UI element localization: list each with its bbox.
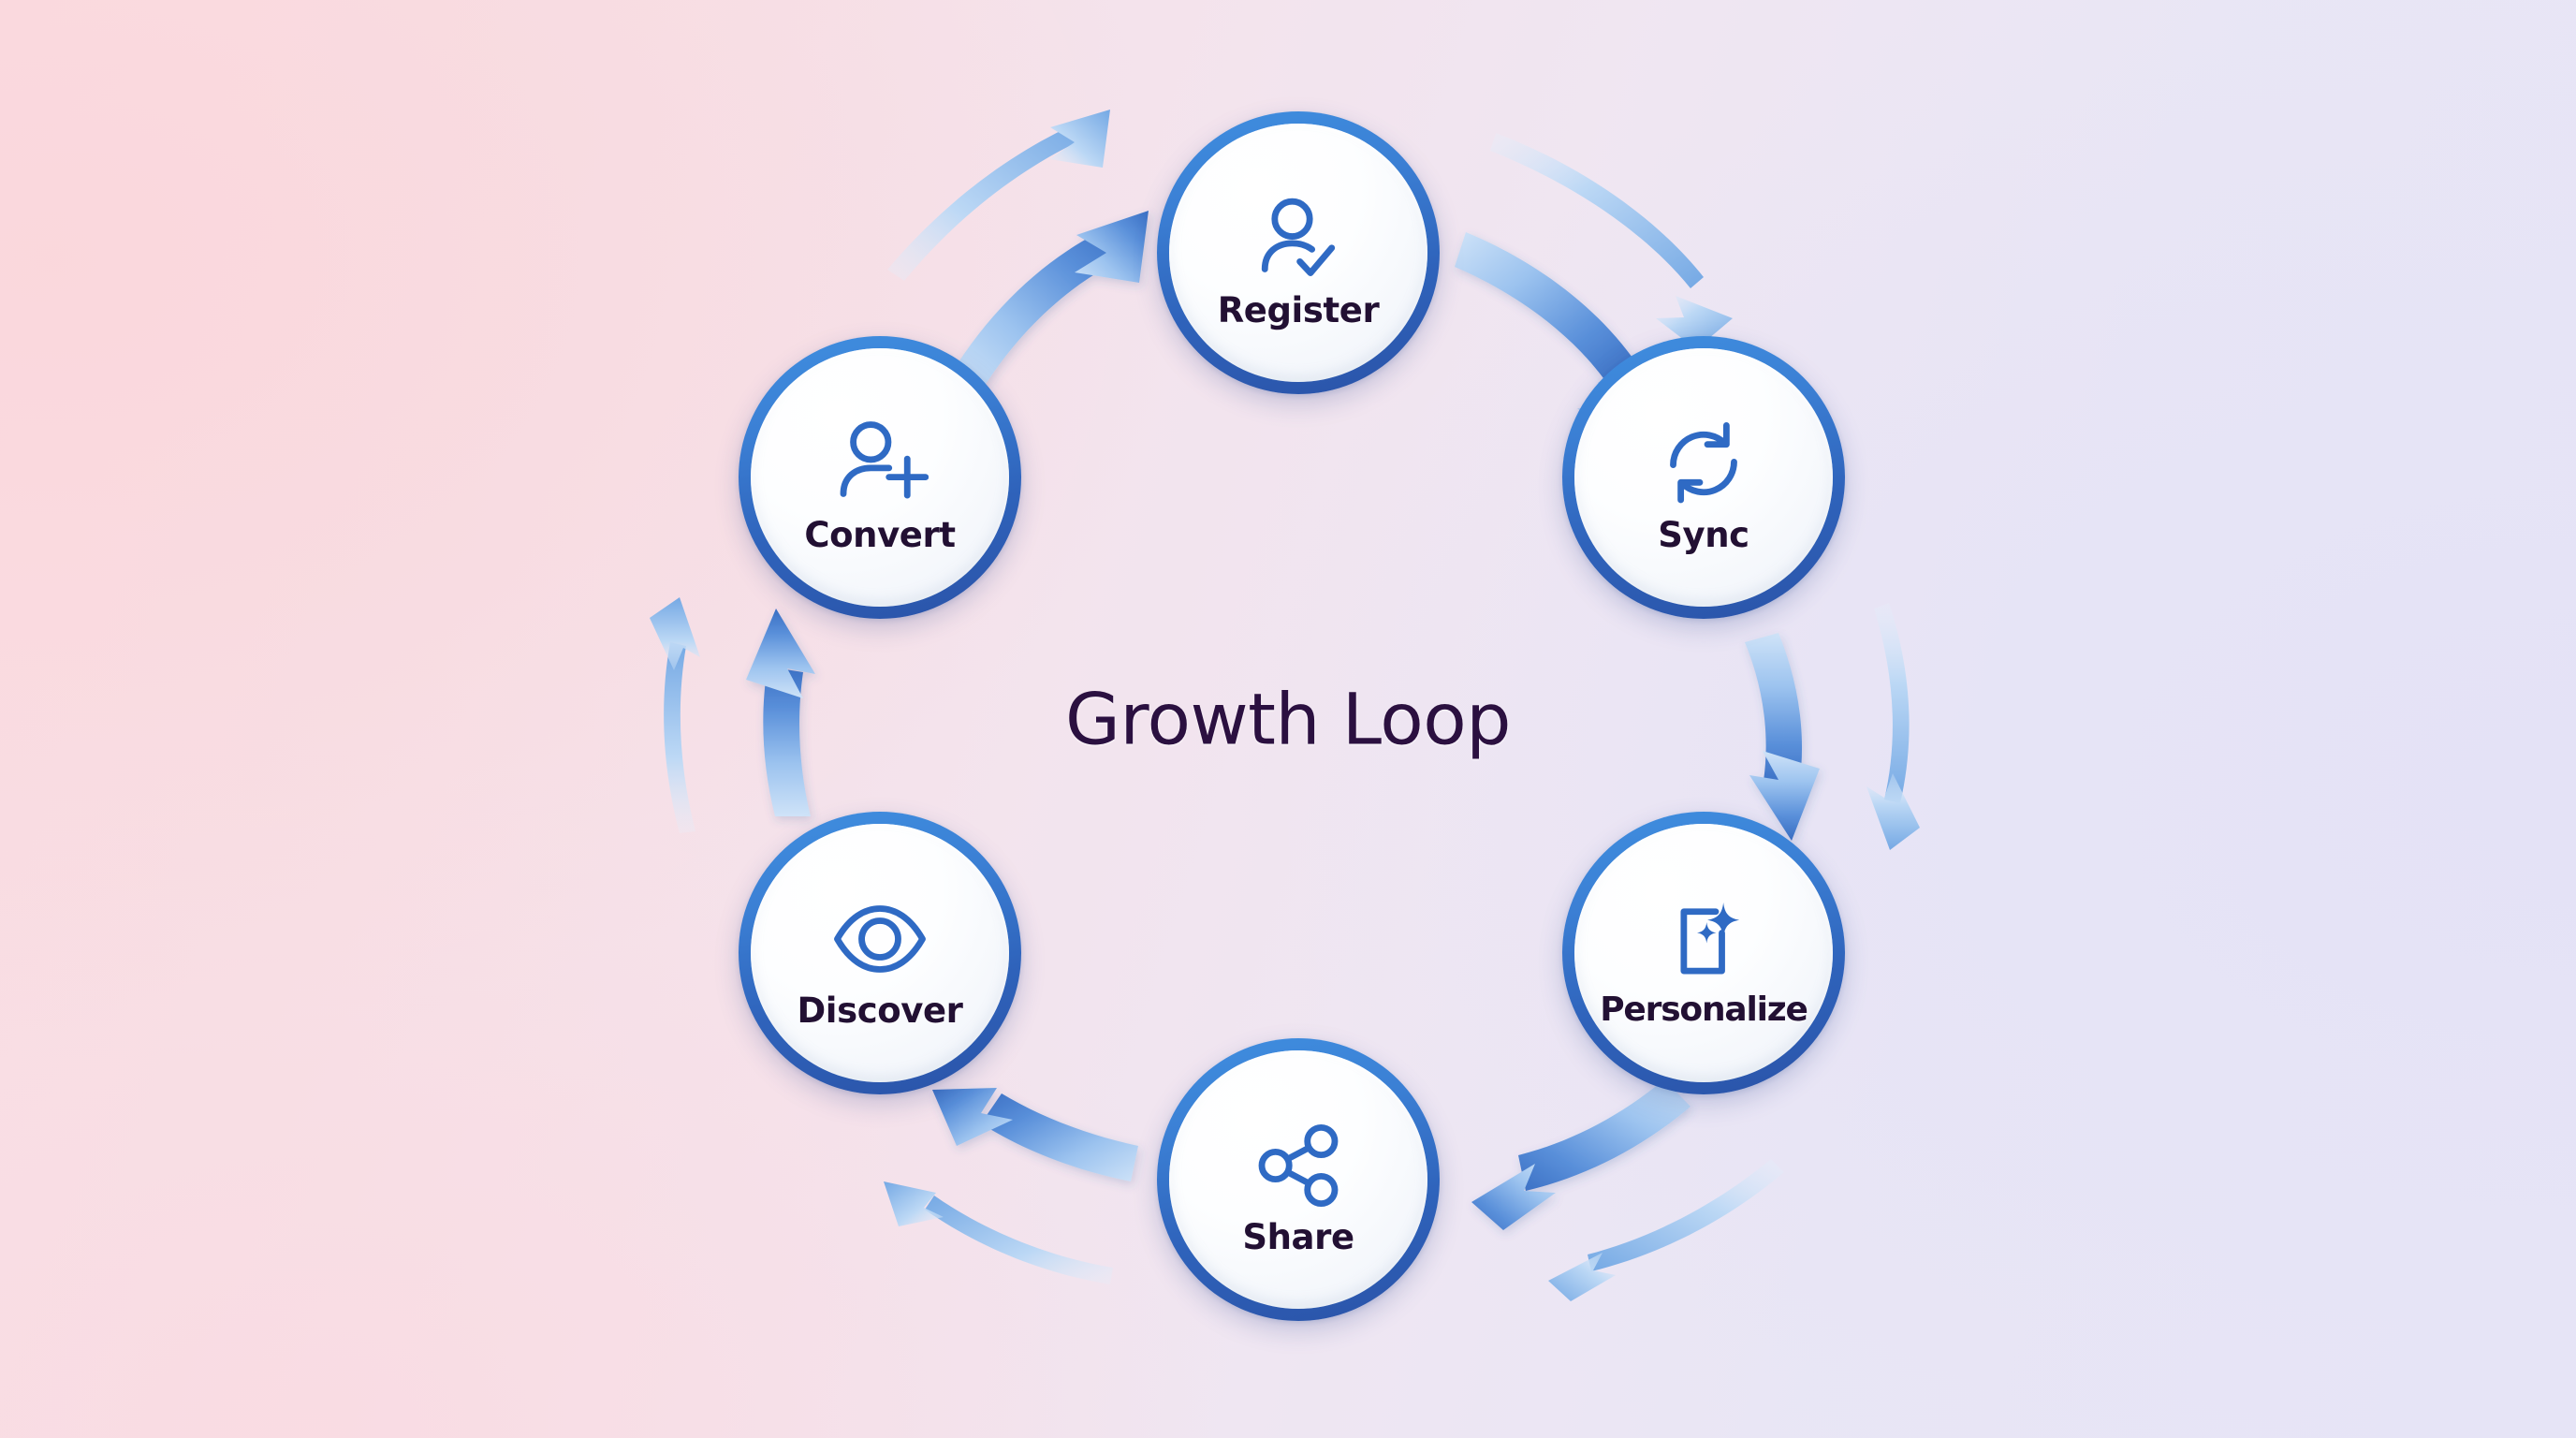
node-label: Share bbox=[1242, 1216, 1354, 1257]
connector-share-to-discover bbox=[932, 1088, 1138, 1181]
connector-personalize-to-share bbox=[1471, 1079, 1690, 1230]
node-label: Convert bbox=[804, 514, 956, 555]
connector-discover-to-convert-outer bbox=[650, 597, 700, 833]
node-label: Discover bbox=[797, 990, 963, 1031]
node-label: Personalize bbox=[1600, 990, 1808, 1029]
node-share[interactable]: Share bbox=[1144, 1025, 1453, 1334]
node-register[interactable]: Register bbox=[1144, 98, 1453, 407]
document-sparkle-icon bbox=[1655, 890, 1752, 988]
eye-icon bbox=[831, 890, 929, 988]
share-nodes-icon bbox=[1250, 1117, 1347, 1214]
connector-sync-to-personalize bbox=[1745, 633, 1820, 841]
user-check-icon bbox=[1250, 190, 1347, 287]
connector-share-to-discover-outer bbox=[884, 1181, 1113, 1284]
node-discover[interactable]: Discover bbox=[725, 799, 1034, 1108]
node-personalize[interactable]: Personalize bbox=[1549, 799, 1858, 1108]
connector-convert-to-register-outer bbox=[887, 110, 1110, 281]
node-face: Discover bbox=[751, 824, 1009, 1082]
connector-personalize-to-share-outer bbox=[1548, 1159, 1784, 1301]
node-face: Share bbox=[1169, 1050, 1427, 1309]
node-face: Sync bbox=[1574, 348, 1833, 607]
node-label: Register bbox=[1217, 289, 1380, 330]
node-face: Register bbox=[1169, 124, 1427, 382]
node-label: Sync bbox=[1658, 514, 1749, 555]
user-plus-icon bbox=[831, 415, 929, 512]
node-face: Personalize bbox=[1574, 824, 1833, 1082]
node-convert[interactable]: Convert bbox=[725, 323, 1034, 632]
connector-discover-to-convert bbox=[746, 609, 815, 816]
connector-sync-to-personalize-outer bbox=[1866, 603, 1920, 850]
sync-arrows-icon bbox=[1655, 415, 1752, 512]
node-face: Convert bbox=[751, 348, 1009, 607]
node-sync[interactable]: Sync bbox=[1549, 323, 1858, 632]
center-title: Growth Loop bbox=[1065, 677, 1512, 761]
connector-register-to-sync-outer bbox=[1490, 133, 1733, 349]
